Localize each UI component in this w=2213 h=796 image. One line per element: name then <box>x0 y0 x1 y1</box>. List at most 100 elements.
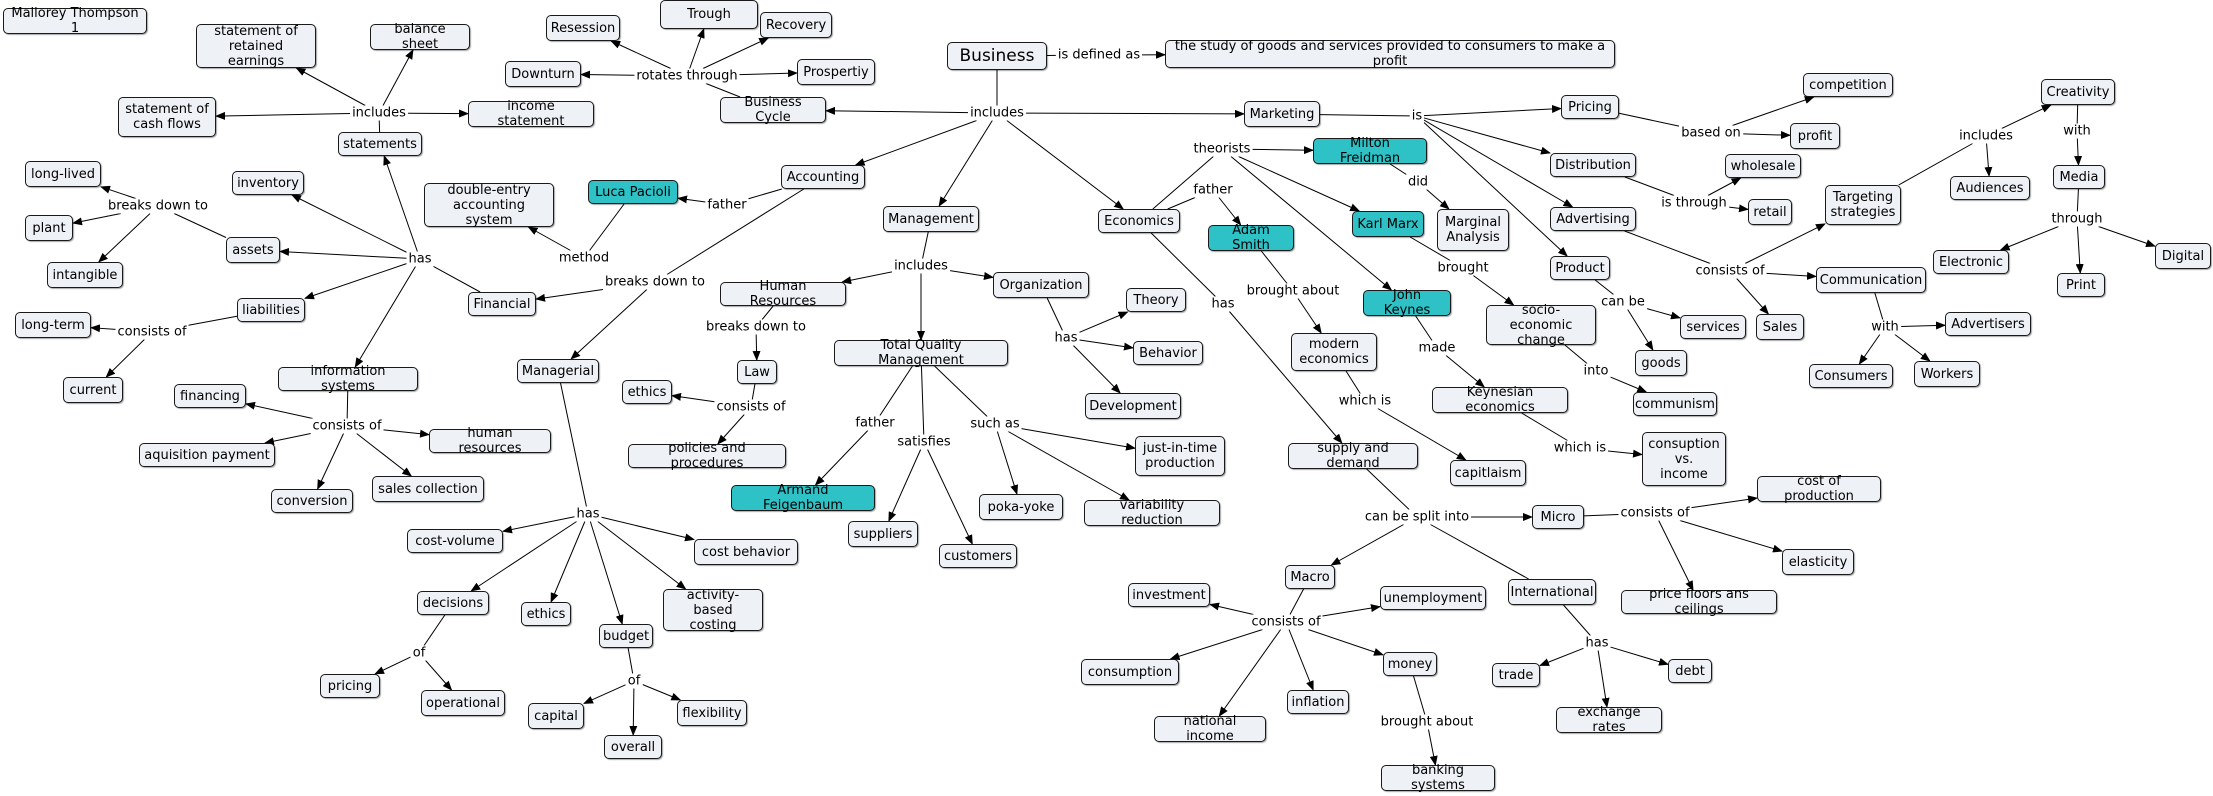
link-line <box>589 521 624 625</box>
concept-stmt-cash: statement of cash flows <box>118 97 216 137</box>
link-line <box>215 111 351 120</box>
link-label-consists-of-law: consists of <box>714 399 788 415</box>
link-line <box>1736 278 1770 315</box>
link-label-includes-targeting: includes <box>1957 128 2015 144</box>
link-label-made: made <box>1416 340 1458 356</box>
link-line <box>2098 226 2156 248</box>
concept-double-entry: double-entry accounting system <box>424 183 554 228</box>
concept-media: Media <box>2053 165 2105 189</box>
link-label-is-through: is through <box>1659 195 1729 211</box>
concept-liabilities: liabilities <box>237 298 305 322</box>
link-line <box>739 69 798 78</box>
concept-law: Law <box>737 360 777 384</box>
link-line <box>1079 339 1134 351</box>
link-line <box>1167 197 1196 210</box>
link-label-consists-of-adv: consists of <box>1693 263 1767 279</box>
link-line <box>996 431 1019 495</box>
concept-conversion: conversion <box>271 489 353 513</box>
concept-stmt-retained: statement of retained earnings <box>196 24 316 69</box>
link-line <box>1389 163 1407 175</box>
link-line <box>1597 650 1610 708</box>
link-line <box>1894 334 1931 362</box>
link-label-father-armand: father <box>853 415 897 431</box>
concept-macro: Macro <box>1285 565 1335 589</box>
link-label-has-econ: has <box>1209 296 1237 312</box>
link-line <box>2076 188 2079 212</box>
link-line <box>2001 104 2052 129</box>
link-line <box>814 430 869 486</box>
link-line <box>1766 271 1817 280</box>
link-line <box>2075 226 2084 274</box>
link-line <box>1238 156 1361 212</box>
link-line <box>854 120 977 166</box>
link-line <box>748 188 782 200</box>
link-line <box>470 521 577 592</box>
concept-communism: communism <box>1633 392 1717 416</box>
link-line <box>1627 309 1654 351</box>
link-label-method: method <box>556 250 612 266</box>
link-label-can-be-split-into: can be split into <box>1362 509 1472 525</box>
link-label-consists-of-liab: consists of <box>115 324 189 340</box>
concept-armand: Armand Feigenbaum <box>731 483 875 513</box>
concept-current: current <box>63 377 123 403</box>
concept-suppliers: suppliers <box>848 521 918 547</box>
link-line <box>1423 119 1574 208</box>
link-line <box>1152 156 1214 210</box>
link-line <box>1732 96 1815 126</box>
link-label-which-is-cap: which is <box>1336 393 1394 409</box>
concept-advertising: Advertising <box>1550 207 1636 231</box>
concept-karl-marx: Karl Marx <box>1352 211 1424 237</box>
concept-digital: Digital <box>2155 243 2211 269</box>
concept-downturn: Downturn <box>505 61 581 87</box>
concept-micro: Micro <box>1532 505 1584 529</box>
concept-flexibility: flexibility <box>677 700 747 726</box>
link-line <box>1691 495 1758 509</box>
concept-abc: activity-based costing <box>663 588 763 633</box>
link-line <box>72 213 121 226</box>
link-line <box>173 213 227 238</box>
link-line <box>425 660 453 691</box>
link-line <box>105 339 145 378</box>
concept-unemployment: unemployment <box>1380 586 1486 610</box>
concept-socio-econ: socio-economic change <box>1486 303 1596 348</box>
concept-electronic: Electronic <box>1933 250 2009 274</box>
link-line <box>354 266 416 368</box>
link-line <box>841 271 893 285</box>
link-line <box>1900 321 1946 330</box>
concept-wholesale: wholesale <box>1725 154 1801 178</box>
link-label-such-as: such as <box>968 416 1022 432</box>
link-line <box>1252 146 1314 155</box>
concept-trough: Trough <box>660 0 758 29</box>
concept-poka-yoke: poka-yoke <box>979 494 1063 520</box>
concept-print: Print <box>2057 273 2105 297</box>
link-line <box>1624 176 1675 196</box>
link-line <box>1707 177 1742 196</box>
concept-inflation: inflation <box>1287 690 1349 714</box>
link-line <box>1046 297 1063 331</box>
link-line <box>580 70 635 79</box>
concept-budget: budget <box>599 624 653 648</box>
link-line <box>98 213 151 263</box>
concept-definition: the study of goods and services provided… <box>1165 39 1615 69</box>
link-line <box>705 83 741 98</box>
link-line <box>601 516 695 542</box>
link-line <box>1025 109 1245 118</box>
link-line <box>1583 514 1619 517</box>
concept-organization: Organization <box>993 272 1089 298</box>
concept-accounting: Accounting <box>781 165 865 189</box>
link-line <box>1209 602 1254 615</box>
link-label-breaks-down-to-assets: breaks down to <box>106 198 210 214</box>
concept-author: Mallorey Thompson 1 <box>3 6 147 36</box>
link-line <box>671 392 715 403</box>
concept-luca: Luca Pacioli <box>588 180 678 204</box>
link-line <box>934 365 988 417</box>
concept-sales: Sales <box>1756 314 1804 340</box>
concept-variability: variability reduction <box>1084 498 1220 528</box>
link-line <box>1728 204 1749 213</box>
link-line <box>1377 408 1467 461</box>
concept-pricing: Pricing <box>1561 95 1619 119</box>
concept-capitalism: capitlaism <box>1450 460 1526 486</box>
concept-consumption-income: consuption vs. income <box>1642 432 1726 486</box>
concept-policies: policies and procedures <box>628 441 786 471</box>
concept-john-keynes: John Keynes <box>1363 288 1451 318</box>
